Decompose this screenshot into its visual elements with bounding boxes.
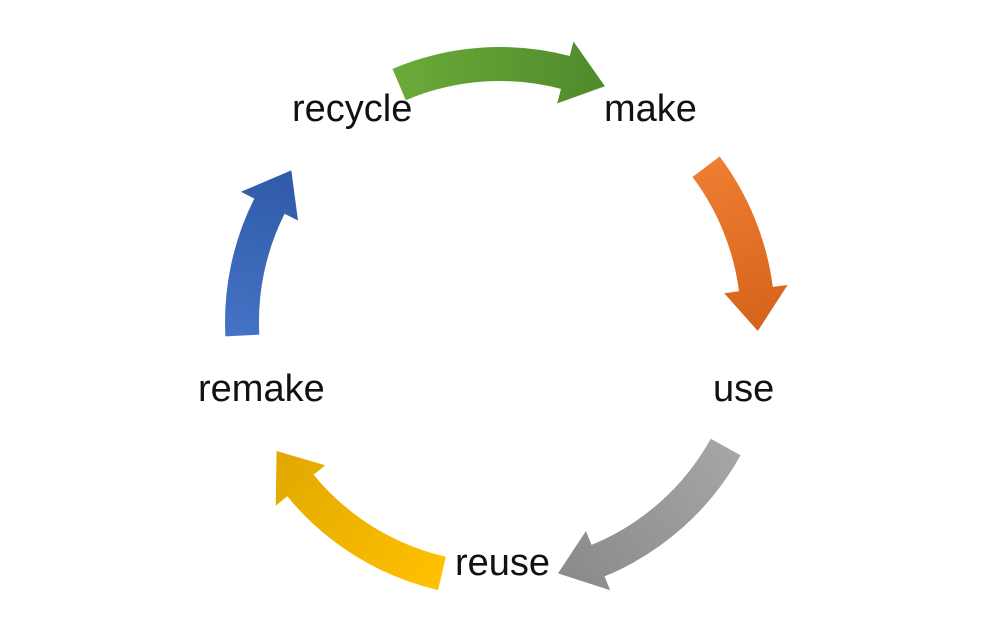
stage-label-use: use bbox=[713, 368, 775, 410]
arrow-reuse-to-remake bbox=[275, 451, 446, 590]
stage-label-make: make bbox=[604, 88, 697, 130]
arrow-use-to-reuse bbox=[558, 438, 741, 591]
stage-label-remake: remake bbox=[198, 368, 325, 410]
stage-label-reuse: reuse bbox=[455, 542, 551, 584]
arrow-make-to-use bbox=[692, 156, 788, 331]
arrow-recycle-to-make bbox=[392, 41, 605, 104]
arrow-remake-to-recycle bbox=[225, 170, 298, 337]
stage-label-recycle: recycle bbox=[292, 88, 413, 130]
